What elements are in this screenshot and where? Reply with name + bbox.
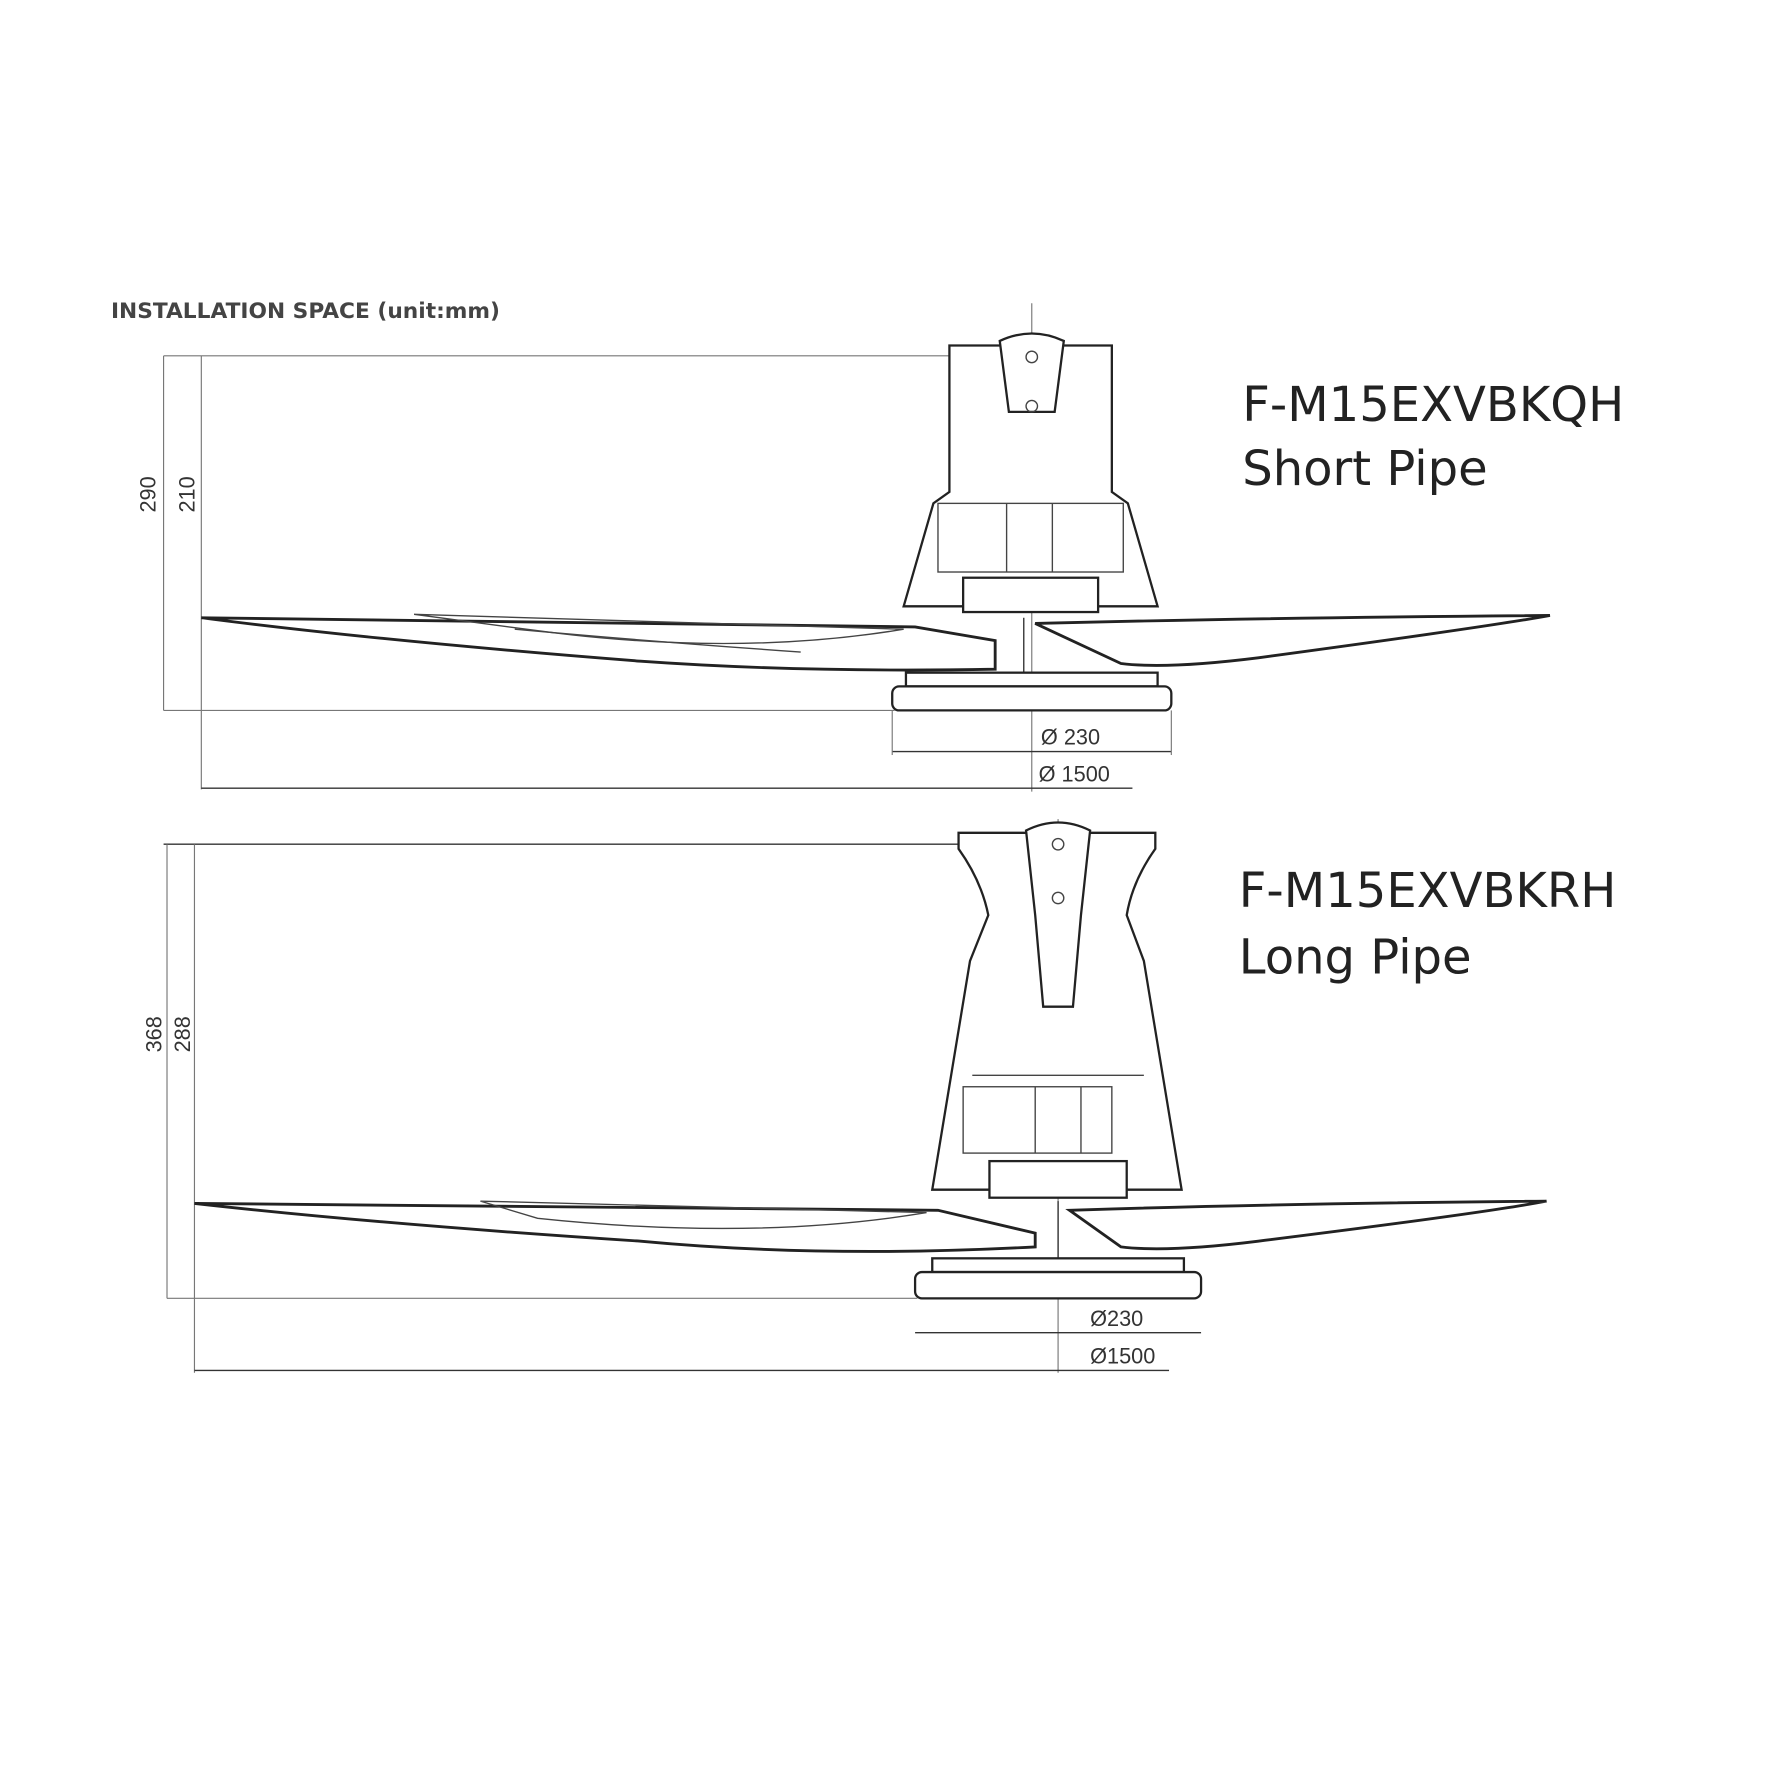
diagram-title: INSTALLATION SPACE (unit:mm) bbox=[111, 299, 500, 324]
motor bbox=[937, 502, 1124, 573]
motor-housing bbox=[930, 831, 1183, 1191]
model-name: F-M15EXVBKQH bbox=[1242, 377, 1624, 433]
light-cover bbox=[913, 1270, 1203, 1300]
blade-detail bbox=[413, 613, 904, 645]
light-rim bbox=[931, 1257, 1186, 1274]
sweep-diameter-label: Ø 1500 bbox=[1039, 761, 1110, 786]
light-diameter-label: Ø 230 bbox=[1041, 725, 1100, 750]
model-name: F-M15EXVBKRH bbox=[1239, 863, 1617, 919]
blade-height-label: 288 bbox=[170, 1016, 195, 1052]
sweep-diameter-label: Ø1500 bbox=[1090, 1344, 1155, 1369]
blade-right bbox=[1034, 614, 1551, 667]
light-cover bbox=[891, 685, 1173, 712]
hub bbox=[988, 1159, 1128, 1199]
down-rod bbox=[1024, 821, 1092, 1008]
blade-right bbox=[1065, 1199, 1547, 1251]
light-rim bbox=[904, 671, 1159, 688]
mount-bracket bbox=[998, 332, 1066, 414]
overall-height-label: 368 bbox=[141, 1016, 166, 1052]
light-diameter-label: Ø230 bbox=[1090, 1306, 1143, 1331]
variant-name: Long Pipe bbox=[1239, 930, 1472, 986]
blade-detail bbox=[514, 628, 801, 653]
fan-long-pipe: 368 288 Ø230 Ø1500 F-M15EXVBKRH Long Pip… bbox=[141, 819, 1616, 1373]
blade-height-label: 210 bbox=[174, 476, 199, 512]
blade-left bbox=[194, 1201, 1037, 1253]
bolt-icon bbox=[1051, 891, 1065, 905]
bolt-icon bbox=[1025, 350, 1039, 364]
motor-housing bbox=[902, 344, 1160, 608]
fan-short-pipe: 290 210 Ø 230 Ø 1500 F-M15EXVBKQH Short … bbox=[136, 303, 1624, 792]
blade-left bbox=[201, 616, 997, 672]
variant-name: Short Pipe bbox=[1242, 441, 1487, 497]
bolt-icon bbox=[1025, 399, 1039, 413]
overall-height-label: 290 bbox=[136, 476, 161, 512]
motor bbox=[962, 1086, 1113, 1154]
hub bbox=[961, 576, 1100, 614]
blade-detail bbox=[480, 1200, 927, 1230]
bolt-icon bbox=[1051, 837, 1065, 851]
